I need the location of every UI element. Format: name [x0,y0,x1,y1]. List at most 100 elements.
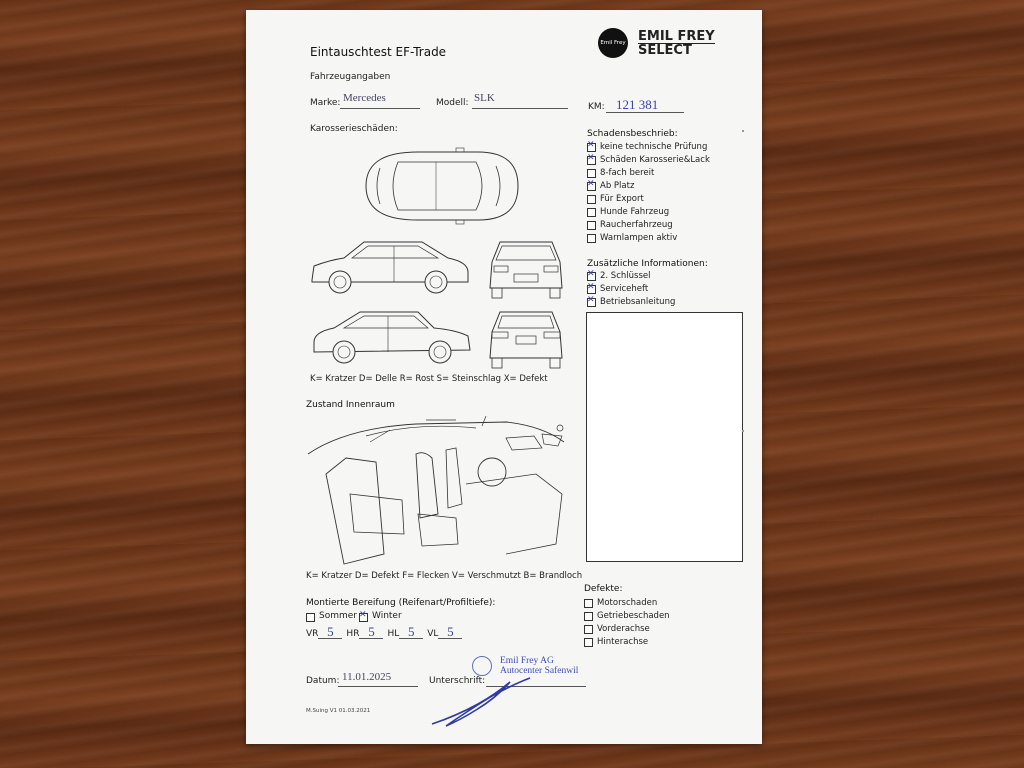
damage-description-item[interactable]: Warnlampen aktiv [587,231,747,244]
damage-description-item[interactable]: Für Export [587,192,747,205]
vl-value: 5 [438,625,463,639]
car-front-view-diagram [489,241,563,299]
defect-item[interactable]: Getriebeschaden [584,609,734,622]
damage-description-item-label: keine technische Prüfung [600,141,708,152]
defect-item-label: Hinterachse [597,636,649,647]
damage-description-item[interactable]: 8-fach bereit [587,166,747,179]
inspection-form-sheet: Eintauschtest EF-Trade Emil Frey EMIL FR… [246,10,762,744]
additional-info-item-label: Betriebsanleitung [600,296,676,307]
defect-item-label: Motorschaden [597,597,658,608]
datum-underline [338,686,418,687]
damage-description-checkbox[interactable] [587,140,596,152]
defect-checkbox[interactable] [584,612,593,621]
vr-label: VR [306,629,319,639]
body-damage-legend: K= Kratzer D= Delle R= Rost S= Steinschl… [310,374,548,384]
body-damage-label: Karosserieschäden: [310,124,398,134]
tire-type-row: Sommer Winter [306,610,402,622]
km-label: KM: [588,102,605,112]
additional-info-item[interactable]: Serviceheft [587,282,747,295]
damage-description-item-label: Schäden Karosserie&Lack [600,154,710,165]
defect-checkbox[interactable] [584,625,593,634]
damage-description-checkbox[interactable] [587,208,596,217]
car-rear-view-diagram [489,311,563,369]
sommer-label: Sommer [319,611,357,621]
defect-item-label: Vorderachse [597,623,650,634]
damage-description-item[interactable]: keine technische Prüfung [587,140,747,153]
winter-label: Winter [372,611,402,621]
unterschrift-label: Unterschrift: [429,676,486,686]
defect-item[interactable]: Hinterachse [584,635,734,648]
car-top-view-diagram [365,147,519,225]
notes-box[interactable] [586,312,743,562]
damage-description-item[interactable]: Hunde Fahrzeug [587,205,747,218]
defect-checkbox[interactable] [584,599,593,608]
damage-description-checkbox[interactable] [587,234,596,243]
hr-label: HR [346,629,360,639]
emil-frey-badge-icon: Emil Frey [598,28,628,58]
signature-scribble [431,677,531,727]
damage-description-item-label: Hunde Fahrzeug [600,206,670,217]
damage-description-checkbox[interactable] [587,195,596,204]
defect-checkbox[interactable] [584,638,593,647]
additional-info-item-label: 2. Schlüssel [600,270,651,281]
defects-label: Defekte: [584,584,623,594]
defect-item[interactable]: Motorschaden [584,596,734,609]
modell-value: SLK [474,92,495,104]
tread-depth-row: VR 5 HR 5 HL 5 VL 5 [306,625,463,639]
sommer-checkbox[interactable] [306,612,315,622]
damage-description-checkbox[interactable] [587,153,596,165]
hr-value: 5 [359,625,384,639]
hl-value: 5 [399,625,424,639]
form-title: Eintauschtest EF-Trade [310,45,447,59]
vr-value: 5 [318,625,343,639]
damage-description-item-label: Raucherfahrzeug [600,219,673,230]
defect-item-label: Getriebeschaden [597,610,670,621]
marke-value: Mercedes [343,92,386,104]
datum-value: 11.01.2025 [342,671,392,683]
interior-legend: K= Kratzer D= Defekt F= Flecken V= Versc… [306,571,583,581]
km-value: 121 381 [616,97,659,112]
damage-description-item-label: Für Export [600,193,644,204]
damage-description-item[interactable]: Ab Platz [587,179,747,192]
datum-label: Datum: [306,676,340,686]
vl-label: VL [427,629,439,639]
form-version: M.Suing V1 01.03.2021 [306,708,371,714]
damage-description-item[interactable]: Raucherfahrzeug [587,218,747,231]
brand-name-line2: SELECT [638,42,715,57]
interior-section-label: Zustand Innenraum [306,400,395,410]
edge-mark [742,430,744,432]
damage-description-checkbox[interactable] [587,221,596,230]
additional-info-checkbox[interactable] [587,269,596,281]
damage-description-item[interactable]: Schäden Karosserie&Lack [587,153,747,166]
additional-info-checkbox[interactable] [587,295,596,307]
car-interior-diagram [307,415,565,565]
additional-info-item[interactable]: 2. Schlüssel [587,269,747,282]
stamp-line-2: Autocenter Safenwil [500,666,579,676]
brand-logo: Emil Frey EMIL FREY SELECT [598,28,715,58]
damage-description-label: Schadensbeschrieb: [587,129,678,139]
additional-info-checkbox[interactable] [587,282,596,294]
marke-label: Marke: [310,98,341,108]
additional-info-label: Zusätzliche Informationen: [587,259,708,269]
car-side-left-diagram [311,241,469,294]
damage-description-item-label: 8-fach bereit [600,167,655,178]
edge-mark [742,130,744,132]
winter-checkbox[interactable] [359,610,368,622]
damage-description-item-label: Warnlampen aktiv [600,232,678,243]
modell-underline [472,108,568,109]
company-stamp: Emil Frey AG Autocenter Safenwil [472,656,578,676]
modell-label: Modell: [436,98,469,108]
damage-description-checkbox[interactable] [587,179,596,191]
vehicle-section-label: Fahrzeugangaben [310,72,391,82]
brand-name-line1: EMIL FREY [638,28,715,44]
damage-description-item-label: Ab Platz [600,180,635,191]
additional-info-item[interactable]: Betriebsanleitung [587,295,747,308]
tires-label: Montierte Bereifung (Reifenart/Profiltie… [306,598,496,608]
hl-label: HL [387,629,400,639]
signature-underline [486,686,586,687]
marke-underline [340,108,420,109]
additional-info-list: 2. SchlüsselServiceheftBetriebsanleitung [587,269,747,308]
defect-item[interactable]: Vorderachse [584,622,734,635]
damage-description-checkbox[interactable] [587,169,596,178]
